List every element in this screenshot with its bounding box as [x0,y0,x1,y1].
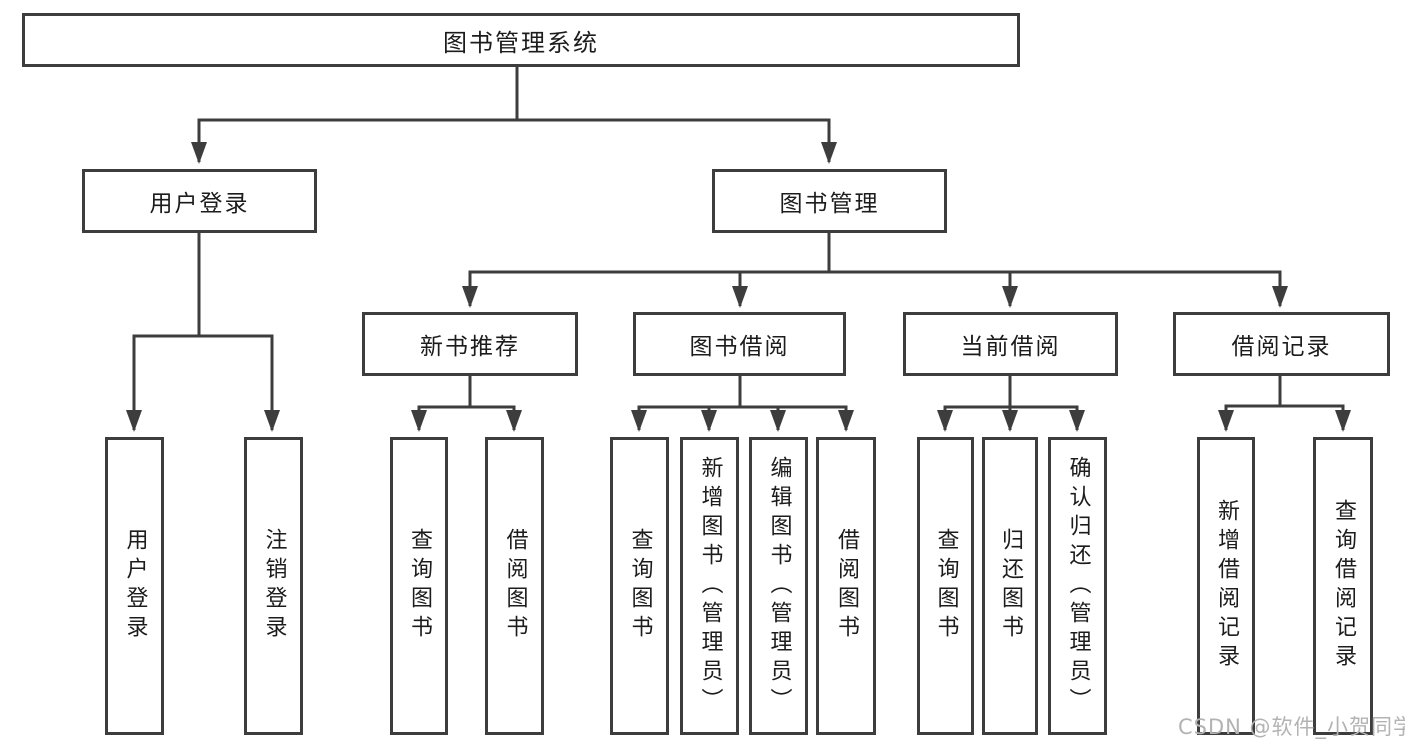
node-book-borrowing: 图书借阅 [633,312,846,376]
node-borrowing-records: 借阅记录 [1173,312,1390,376]
leaf-borrow-borrow-books-label: 借阅图书 [834,528,859,644]
leaf-current-confirm-return-admin-label: 确认归还（管理员） [1065,455,1091,717]
leaf-current-query-books: 查询图书 [917,437,974,735]
edge-arrow-stems [126,120,1351,432]
leaf-records-query-record-label: 查询借阅记录 [1331,499,1356,673]
leaf-records-add-record: 新增借阅记录 [1197,437,1255,735]
leaf-user-login-label: 用户登录 [122,528,148,644]
leaf-borrow-borrow-books: 借阅图书 [816,437,876,735]
leaf-borrow-query-books-label: 查询图书 [627,528,653,644]
leaf-logout: 注销登录 [244,437,303,735]
leaf-rec-borrow-books: 借阅图书 [485,437,544,735]
node-root-label: 图书管理系统 [443,28,599,57]
node-user-login-label: 用户登录 [149,191,250,217]
node-borrowing-records-label: 借阅记录 [1231,334,1332,360]
node-book-management: 图书管理 [712,169,947,233]
leaf-current-query-books-label: 查询图书 [933,528,959,644]
leaf-borrow-add-book-admin-label: 新增图书（管理员） [697,455,723,717]
edge-trunk-lines [132,67,1345,409]
leaf-borrow-edit-book-admin: 编辑图书（管理员） [749,437,808,735]
leaf-current-return-books-label: 归还图书 [998,528,1023,644]
leaf-borrow-add-book-admin: 新增图书（管理员） [680,437,739,735]
node-current-borrowing: 当前借阅 [903,312,1118,376]
leaf-records-add-record-label: 新增借阅记录 [1214,499,1239,673]
leaf-current-return-books: 归还图书 [982,437,1038,735]
leaf-logout-label: 注销登录 [261,528,287,644]
csdn-watermark: CSDN @软件_小贺同学 [1178,715,1405,739]
leaf-user-login: 用户登录 [105,437,164,735]
leaf-current-confirm-return-admin: 确认归还（管理员） [1048,437,1107,735]
node-current-borrowing-label: 当前借阅 [960,334,1061,360]
node-book-management-label: 图书管理 [779,191,880,217]
leaf-rec-borrow-books-label: 借阅图书 [502,528,528,644]
leaf-borrow-edit-book-admin-label: 编辑图书（管理员） [766,455,792,717]
node-new-book-recommendation: 新书推荐 [362,312,578,376]
leaf-records-query-record: 查询借阅记录 [1313,437,1373,735]
node-book-borrowing-label: 图书借阅 [689,334,790,360]
leaf-rec-query-books: 查询图书 [390,437,448,735]
node-user-login: 用户登录 [82,169,317,233]
leaf-rec-query-books-label: 查询图书 [407,528,432,644]
node-new-book-recommendation-label: 新书推荐 [420,334,520,360]
leaf-borrow-query-books: 查询图书 [610,437,669,735]
node-root: 图书管理系统 [22,13,1020,67]
